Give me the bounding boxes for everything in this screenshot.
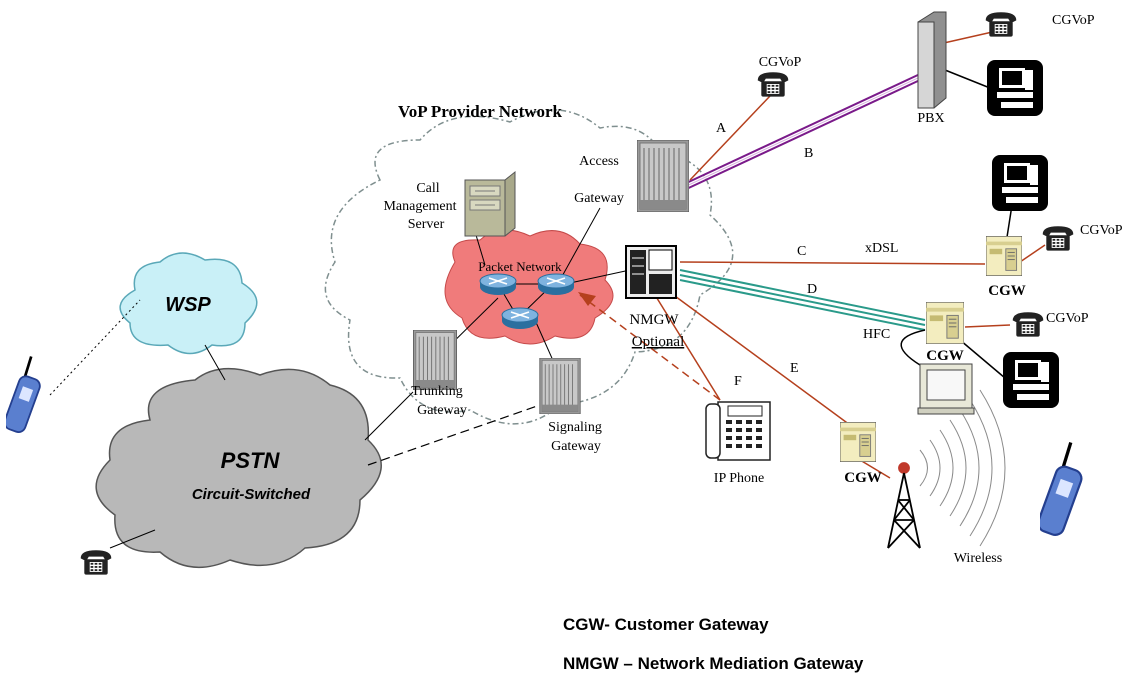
computer-icon <box>1003 352 1059 408</box>
packet-network-label: Packet Network <box>478 259 562 274</box>
link-a-label: A <box>716 121 727 136</box>
link-hfc-label: HFC <box>863 327 890 342</box>
link-e-label: E <box>790 361 799 376</box>
trunking-label-1: Trunking <box>411 384 463 399</box>
signaling-gateway-device <box>539 358 581 414</box>
nmgw-label: NMGW <box>629 312 679 328</box>
diagram-title: VoP Provider Network <box>398 102 563 121</box>
cgvop-label-xdsl: CGVoP <box>1080 223 1123 238</box>
access-gw-label-1: Access <box>579 154 619 169</box>
call-management-server <box>464 170 516 237</box>
legend-nmgw: NMGW – Network Mediation Gateway <box>563 654 864 673</box>
call-mgmt-label-2: Management <box>383 199 456 214</box>
phone-icon <box>985 12 1017 37</box>
nmgw-device <box>625 245 677 299</box>
monitor-icon <box>917 363 975 415</box>
cgvop-label-hfc: CGVoP <box>1046 311 1089 326</box>
wireless-label: Wireless <box>954 551 1002 566</box>
link-xdsl-label: xDSL <box>865 241 898 256</box>
computer-icon <box>987 60 1043 116</box>
trunking-label-2: Gateway <box>417 403 467 418</box>
nmgw-optional-label: Optional <box>632 334 685 350</box>
phone-icon <box>757 72 789 97</box>
access-gw-label-2: Gateway <box>574 191 624 206</box>
cell-phone-icon <box>1040 440 1084 540</box>
signaling-label-1: Signaling <box>548 420 602 435</box>
link-c-label: C <box>797 244 806 259</box>
wsp-cloud <box>119 252 258 355</box>
pstn-label: PSTN <box>221 448 281 473</box>
link-f-label: F <box>734 374 742 389</box>
cgw-box-icon <box>926 302 964 344</box>
computer-icon <box>992 155 1048 211</box>
cgw-label-wireless: CGW <box>844 470 882 486</box>
call-mgmt-label-1: Call <box>416 181 439 196</box>
pstn-cloud <box>95 367 382 569</box>
links <box>49 27 1046 549</box>
pbx-device <box>917 11 947 109</box>
signaling-label-2: Gateway <box>551 439 601 454</box>
cell-phone-icon <box>6 355 42 436</box>
router-icon <box>501 307 539 330</box>
router-icon <box>537 273 575 296</box>
cgw-box-icon <box>840 422 876 462</box>
link-b-label: B <box>804 146 813 161</box>
router-icon <box>479 273 517 296</box>
ip-phone-icon <box>705 401 771 461</box>
cgw-box-icon <box>986 236 1022 276</box>
legend-cgw: CGW- Customer Gateway <box>563 615 769 634</box>
cgw-label-hfc: CGW <box>926 348 964 364</box>
cgw-label-xdsl: CGW <box>988 283 1026 299</box>
pbx-label: PBX <box>917 111 944 126</box>
cgvop-label-pbx: CGVoP <box>1052 13 1095 28</box>
phone-icon <box>80 550 112 575</box>
cgvop-label-a: CGVoP <box>759 55 802 70</box>
wireless-tower-icon <box>887 462 921 549</box>
phone-icon <box>1042 226 1074 251</box>
access-gateway-device <box>637 140 689 212</box>
ip-phone-label: IP Phone <box>714 471 764 486</box>
link-d-label: D <box>807 282 817 297</box>
phone-icon <box>1012 312 1044 337</box>
call-mgmt-label-3: Server <box>408 217 445 232</box>
wireless-waves <box>919 389 1006 547</box>
pstn-sub-label: Circuit-Switched <box>192 486 311 503</box>
wsp-label: WSP <box>165 294 211 316</box>
trunking-gateway-device <box>413 330 457 390</box>
